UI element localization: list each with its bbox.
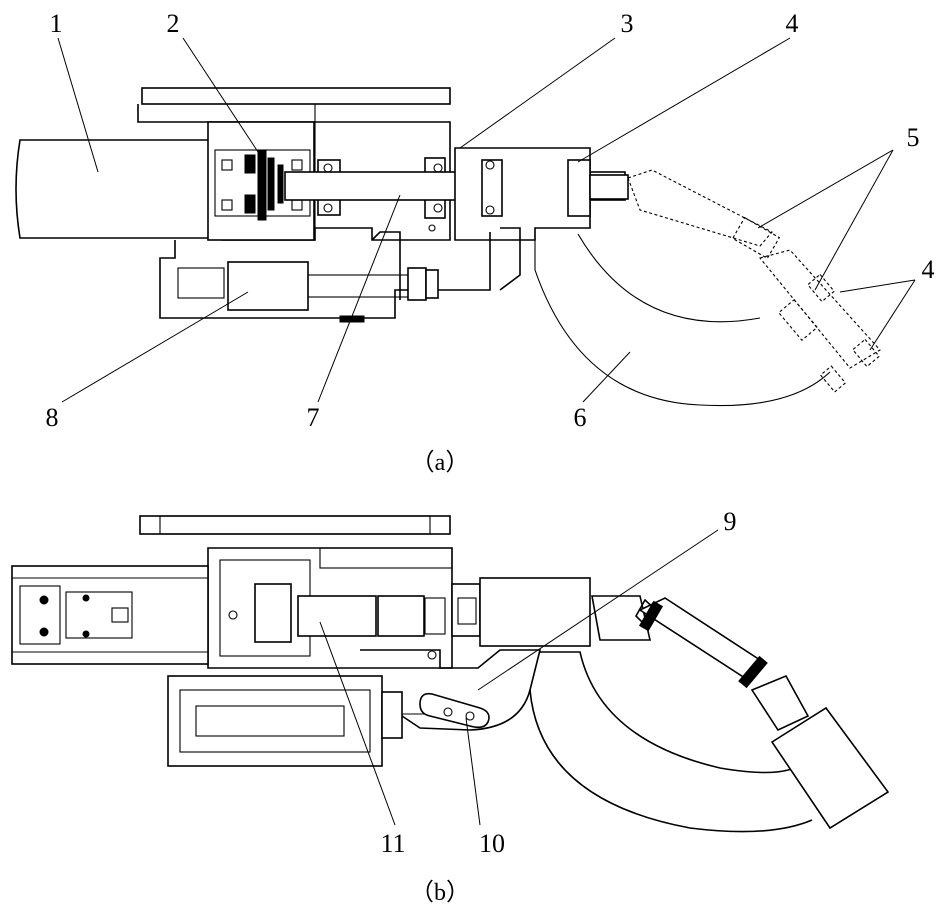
label-8: 8 [46,403,59,432]
cylinder-8 [227,261,309,311]
arc-6 [534,232,831,407]
figure-a: 1 2 3 4 5 4 6 7 8 （a） [15,9,935,476]
figure-b: 9 10 11 （b） [11,507,890,906]
label-11: 11 [380,829,405,858]
bracket-9 [360,649,542,731]
label-4-right: 4 [922,255,935,284]
arc-link-b [529,689,813,833]
caption-b: （b） [410,880,470,906]
label-3: 3 [621,9,634,38]
label-1: 1 [50,9,63,38]
motor-b [11,565,209,665]
label-5: 5 [907,123,920,152]
front-block-b [479,577,591,647]
cylinder-b [167,675,383,767]
motor-1 [15,139,211,239]
label-9: 9 [724,507,737,536]
label-7: 7 [307,403,320,432]
slot-10 [419,692,490,729]
top-bar-a [141,87,451,105]
label-10: 10 [479,829,505,858]
top-bar-b [139,515,451,535]
gripper-head-b [770,706,890,830]
label-2: 2 [167,9,180,38]
shaft-11 [297,595,377,637]
label-4-top: 4 [786,9,799,38]
caption-a: （a） [411,450,470,476]
label-6: 6 [574,403,587,432]
